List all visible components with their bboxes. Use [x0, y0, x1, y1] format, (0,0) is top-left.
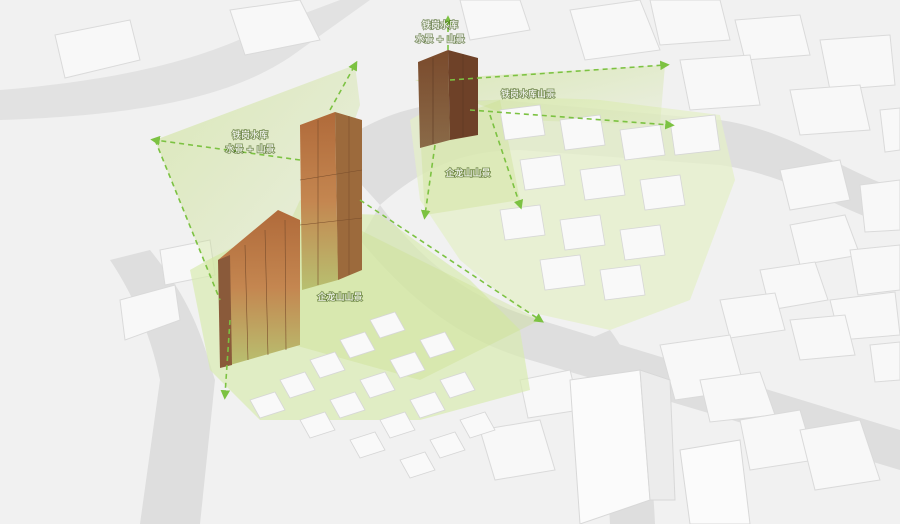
label-west-line2: 水景 + 山景 — [225, 143, 274, 155]
foreground-towers — [569, 369, 751, 524]
label-west-line1: 铁岗水库 — [232, 129, 268, 141]
label-east-upper: 铁岗水库山景 — [500, 87, 556, 101]
sightline-w1 — [150, 135, 301, 161]
label-center: 企龙山山景 — [316, 290, 363, 304]
villa-cluster-south — [249, 311, 496, 479]
sightline-n2 — [469, 109, 675, 130]
sightline-w3 — [154, 139, 221, 301]
sightline-n4 — [489, 114, 524, 210]
tower-center — [299, 112, 363, 290]
sightline-c1 — [359, 199, 544, 323]
sightline-w4 — [220, 319, 231, 400]
tower-north — [418, 50, 478, 148]
label-east-upper-line1: 铁岗水库山景 — [501, 88, 555, 100]
villa-cluster-east — [499, 104, 721, 301]
label-north-line1: 铁岗水库 — [422, 19, 458, 31]
label-west-upper: 铁岗水库 水景 + 山景 — [224, 128, 275, 156]
label-east-lower-line1: 企龙山山景 — [445, 167, 490, 179]
label-center-line1: 企龙山山景 — [317, 291, 362, 303]
label-north-tower: 铁岗水库 水景 + 山景 — [414, 18, 465, 46]
sightline-n3 — [420, 144, 436, 220]
label-east-lower: 企龙山山景 — [444, 166, 491, 180]
label-north-line2: 水景 + 山景 — [415, 33, 464, 45]
sightlines — [150, 15, 675, 400]
context-blocks — [54, 0, 900, 491]
tower-west — [218, 210, 300, 368]
